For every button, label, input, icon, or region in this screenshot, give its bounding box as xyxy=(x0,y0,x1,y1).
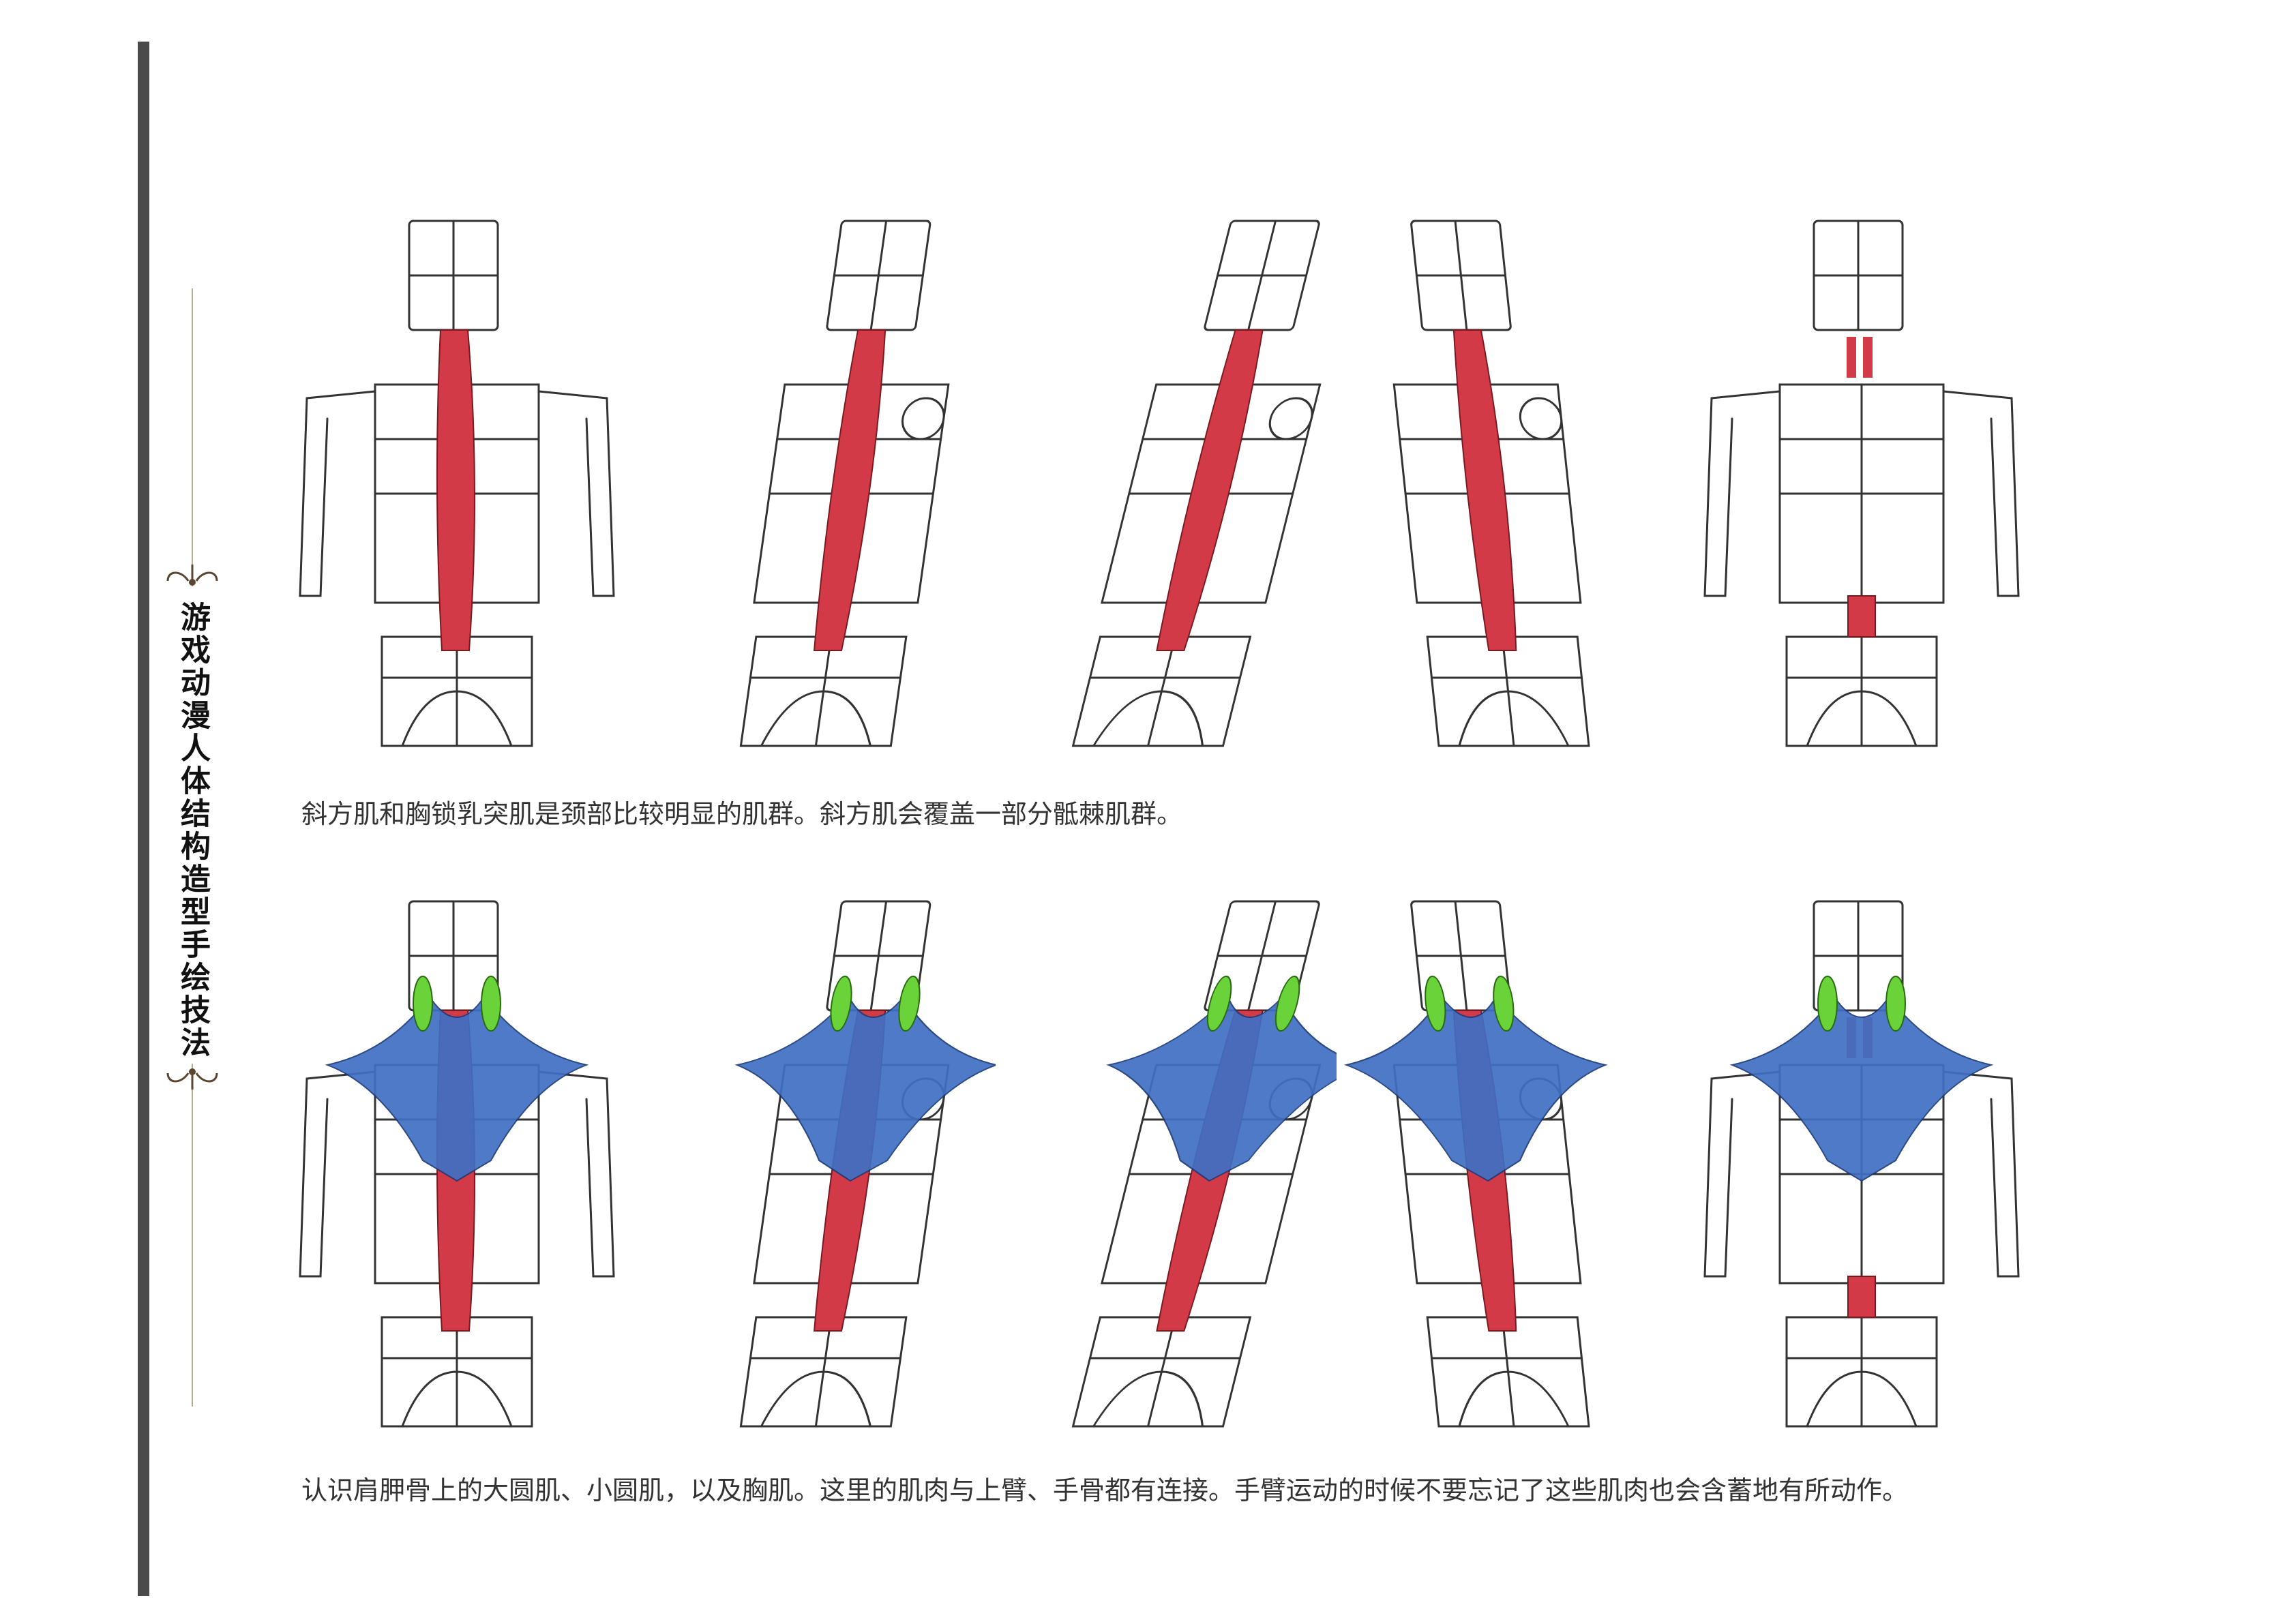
caption-top: 斜方肌和胸锁乳突肌是颈部比较明显的肌群。斜方肌会覆盖一部分骶棘肌群。 xyxy=(301,799,1183,829)
ornament-top-icon xyxy=(166,565,218,586)
spine-muscle-red xyxy=(813,329,886,651)
head-guides xyxy=(1415,900,1506,1012)
figure-row-neck-muscles xyxy=(286,214,2020,773)
trapezius-muscle-blue xyxy=(734,995,996,1182)
arms xyxy=(1703,1070,2020,1278)
anatomy-figure-5 xyxy=(1703,900,2020,1428)
figure-sketch xyxy=(1343,900,1608,1428)
head-guides xyxy=(833,900,924,1012)
figure-sketch xyxy=(1071,220,1322,747)
neck-muscle-red xyxy=(1863,337,1873,378)
pelvis-guides xyxy=(1785,1316,1938,1428)
pelvis-guides xyxy=(1088,635,1242,747)
trapezius-muscle-blue xyxy=(1343,995,1608,1182)
pelvis-guides xyxy=(1430,635,1583,747)
head-guides xyxy=(408,220,499,331)
lumbar-muscle-red xyxy=(1847,595,1876,637)
scm-muscle-green xyxy=(1274,976,1300,1032)
pelvis-guides xyxy=(1785,635,1938,747)
anatomy-figure-2 xyxy=(734,900,996,1428)
head-guides xyxy=(1813,220,1904,331)
neck-muscle-red xyxy=(1847,337,1856,378)
pelvis-guides xyxy=(749,1316,901,1428)
page-spine-bar xyxy=(138,42,149,1596)
figure-sketch xyxy=(1703,220,2020,747)
book-title: 游戏动漫人体结构造型手绘技法 xyxy=(175,601,210,1060)
pelvis-guides xyxy=(1430,1316,1583,1428)
arms xyxy=(1703,390,2020,597)
figure-sketch xyxy=(1392,220,1590,747)
figure-sketch xyxy=(1703,900,2020,1428)
scm-muscle-green xyxy=(1817,976,1838,1032)
spine-muscle-red xyxy=(436,329,476,651)
figure-sketch xyxy=(1071,900,1337,1428)
head-guides xyxy=(1217,900,1308,1012)
trapezius-muscle-blue xyxy=(325,995,589,1182)
figure-sketch xyxy=(299,220,615,747)
scm-muscle-green xyxy=(481,976,501,1032)
pelvis-guides xyxy=(381,1316,533,1428)
scm-muscle-green xyxy=(1206,976,1232,1032)
anatomy-figure-1 xyxy=(299,220,615,747)
arms xyxy=(299,1070,615,1278)
spine-muscle-red xyxy=(1156,329,1264,651)
shoulder-joint xyxy=(1268,397,1313,440)
anatomy-figure-3 xyxy=(1071,900,1337,1428)
arms xyxy=(299,390,615,597)
figure-sketch xyxy=(734,900,996,1428)
anatomy-figure-3 xyxy=(1071,220,1322,747)
pelvis-guides xyxy=(381,635,533,747)
anatomy-figure-4 xyxy=(1392,220,1590,747)
pelvis-guides xyxy=(1088,1316,1242,1428)
figure-row-shoulder-muscles xyxy=(286,895,2020,1454)
anatomy-figure-4 xyxy=(1343,900,1608,1428)
scm-muscle-green xyxy=(413,976,433,1032)
anatomy-figure-2 xyxy=(739,220,950,747)
spine-muscle-red xyxy=(1452,329,1517,651)
anatomy-figure-5 xyxy=(1703,220,2020,747)
figure-sketch xyxy=(299,900,615,1428)
scm-muscle-green xyxy=(1493,976,1515,1032)
shoulder-joint xyxy=(1519,397,1563,440)
scm-muscle-green xyxy=(1425,976,1446,1032)
caption-bottom: 认识肩胛骨上的大圆肌、小圆肌，以及胸肌。这里的肌肉与上臂、手骨都有连接。手臂运动… xyxy=(301,1475,1909,1505)
head-guides xyxy=(408,900,499,1012)
sidebar-title-box: 游戏动漫人体结构造型手绘技法 xyxy=(161,586,224,1064)
scm-muscle-green xyxy=(1885,976,1906,1032)
head-guides xyxy=(1415,220,1506,331)
shoulder-joint xyxy=(901,397,945,440)
head-guides xyxy=(1813,900,1904,1012)
ornament-bottom-icon xyxy=(166,1068,218,1090)
head-guides xyxy=(1217,220,1308,331)
head-guides xyxy=(833,220,924,331)
figure-sketch xyxy=(739,220,950,747)
anatomy-figure-1 xyxy=(299,900,615,1428)
scm-muscle-green xyxy=(898,976,921,1032)
scm-muscle-green xyxy=(830,976,852,1032)
trapezius-muscle-blue xyxy=(1729,995,1994,1182)
pelvis-guides xyxy=(749,635,901,747)
torso-guides xyxy=(1778,383,1945,604)
lumbar-muscle-red xyxy=(1847,1276,1876,1318)
